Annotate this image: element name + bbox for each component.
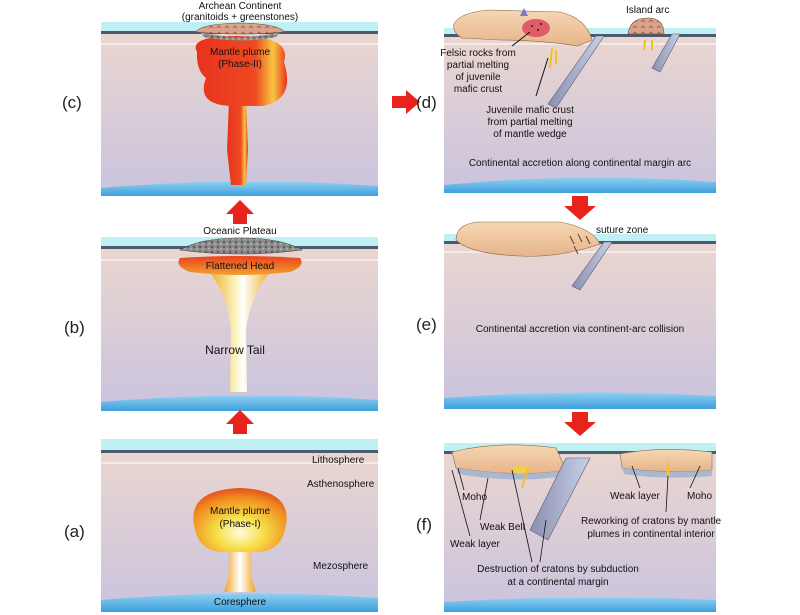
island-arc-label: Island arc <box>626 5 669 16</box>
moho-right-label: Moho <box>687 491 712 502</box>
archean-continent-label: Archean Continent <box>199 1 282 12</box>
oceanic-plateau <box>179 237 303 255</box>
panel-letter-f: (f) <box>416 515 432 534</box>
moho-left-label: Moho <box>462 492 487 503</box>
reworking-label-2: plumes in continental interior <box>587 529 715 540</box>
mesosphere-label: Mezosphere <box>313 561 368 572</box>
flow-arrows <box>226 90 596 436</box>
island-arc <box>627 17 665 35</box>
panel-a <box>101 439 378 612</box>
felsic-pluton <box>522 19 550 37</box>
plume-head <box>195 36 288 106</box>
accreted-continent <box>455 221 601 257</box>
panel-f <box>444 443 716 612</box>
felsic-label-1: Felsic rocks from <box>440 48 516 59</box>
panel-d-caption: Continental accretion along continental … <box>469 158 691 169</box>
arrow-a-to-b <box>226 410 254 434</box>
panel-e <box>444 221 716 409</box>
narrow-tail <box>208 270 272 392</box>
destruction-label-1: Destruction of cratons by subduction <box>477 564 639 575</box>
craton-right <box>619 449 713 472</box>
felsic-label-3: of juvenile <box>455 72 500 83</box>
weak-layer-left-label: Weak layer <box>450 539 501 550</box>
narrow-tail-label: Narrow Tail <box>205 343 265 357</box>
lithosphere-label: Lithosphere <box>312 455 365 466</box>
felsic-label-2: partial melting <box>447 60 509 71</box>
arrow-c-to-d <box>392 90 420 114</box>
arrow-b-to-c <box>226 200 254 224</box>
plume-phase2-sublabel: (Phase-II) <box>218 59 262 70</box>
felsic-label-4: mafic crust <box>454 84 503 95</box>
suture-slab <box>571 241 613 291</box>
plume-tail <box>227 100 248 185</box>
mafic-label-3: of mantle wedge <box>493 129 567 140</box>
plume-phase1-label: Mantle plume <box>210 506 270 517</box>
weak-layer-right-label: Weak layer <box>610 491 661 502</box>
plume-phase2-label: Mantle plume <box>210 47 270 58</box>
arrow-e-to-f <box>564 412 596 436</box>
plume-phase1-sublabel: (Phase-I) <box>219 519 260 530</box>
panel-d <box>444 8 716 193</box>
panel-e-caption: Continental accretion via continent-arc … <box>476 324 684 335</box>
destruction-label-2: at a continental margin <box>507 577 608 588</box>
archean-continent <box>195 22 285 35</box>
reworking-label-1: Reworking of cratons by mantle <box>581 516 722 527</box>
archean-continent-sublabel: (granitoids + greenstones) <box>182 12 298 23</box>
arrow-d-to-e <box>564 196 596 220</box>
panel-letter-e: (e) <box>416 315 437 334</box>
subducting-slab <box>547 35 605 109</box>
asthenosphere-label: Asthenosphere <box>307 479 375 490</box>
coresphere-label: Coresphere <box>214 597 267 608</box>
oceanic-plateau-label: Oceanic Plateau <box>203 226 276 237</box>
plume-head-phase1 <box>193 488 287 552</box>
mafic-label-2: from partial melting <box>487 117 572 128</box>
coresphere <box>101 181 378 196</box>
panel-letter-a: (a) <box>64 522 85 541</box>
flattened-head-label: Flattened Head <box>206 261 274 272</box>
craton-left <box>451 444 567 474</box>
continental-margin-slab <box>529 457 591 541</box>
plume-tail-phase1 <box>224 548 256 592</box>
mafic-label-1: Juvenile mafic crust <box>486 105 574 116</box>
panel-c <box>101 22 378 196</box>
suture-zone-label: suture zone <box>596 225 649 236</box>
panel-letter-b: (b) <box>64 318 85 337</box>
flattened-head <box>178 256 302 275</box>
panel-letter-c: (c) <box>62 93 82 112</box>
panel-letter-d: (d) <box>416 93 437 112</box>
weak-belt-label: Weak Belt <box>480 522 526 533</box>
panel-b <box>101 237 378 411</box>
